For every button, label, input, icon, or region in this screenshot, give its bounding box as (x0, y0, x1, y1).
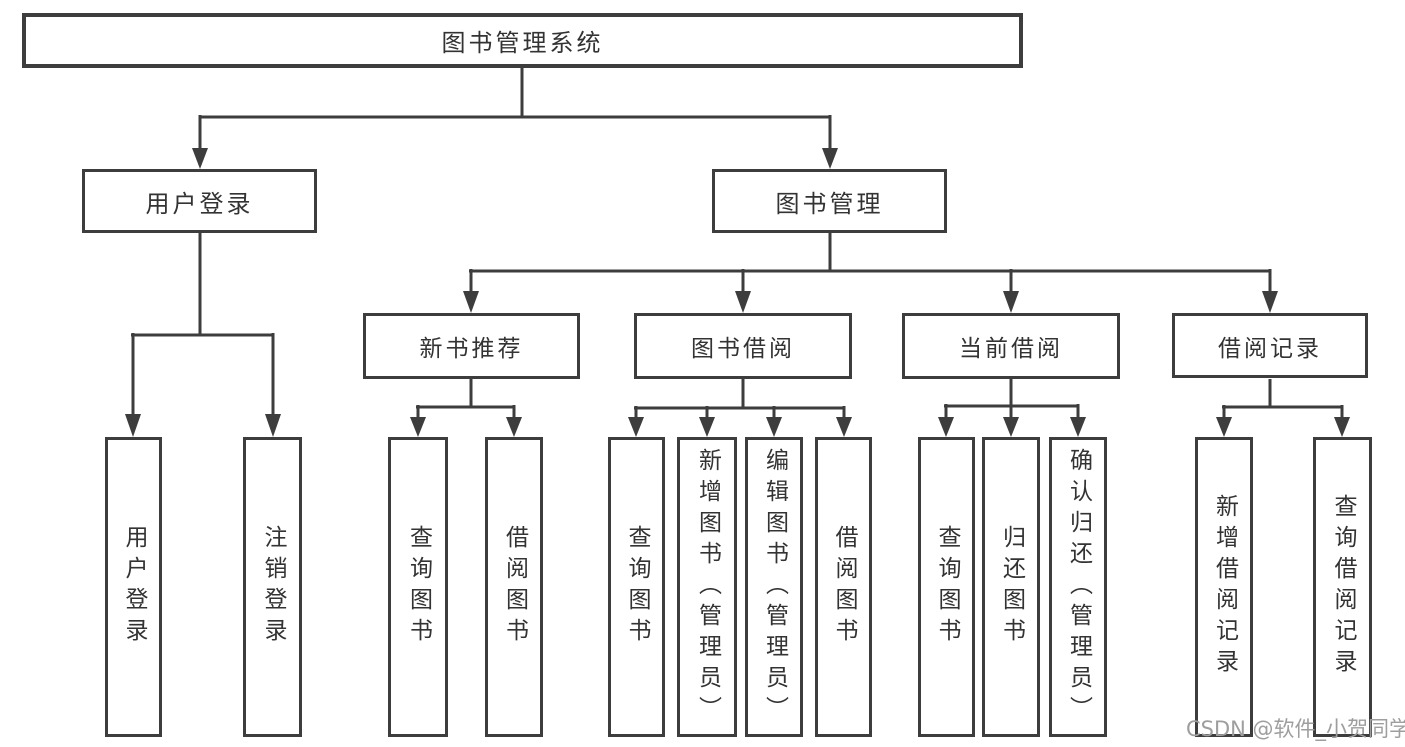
node-label: 图书管理 (775, 189, 884, 218)
arrow-down-icon (766, 417, 782, 437)
arrow-down-icon (265, 414, 281, 437)
leaf-borrow-books-borrow: 借阅图书 (815, 437, 872, 737)
arrow-down-icon (410, 417, 426, 437)
node-borrow-records: 借阅记录 (1172, 313, 1368, 378)
connector-book-borrow (628, 379, 852, 437)
leaf-borrow-books-newbook: 借阅图书 (485, 437, 543, 737)
arrow-down-icon (822, 148, 838, 169)
arrow-down-icon (463, 291, 479, 313)
node-book-management: 图书管理 (712, 169, 947, 233)
arrow-down-icon (506, 417, 522, 437)
csdn-watermark: CSDN @软件_小贺同学 (1186, 717, 1405, 741)
leaf-return-books: 归还图书 (982, 437, 1040, 737)
leaf-confirm-return-admin: 确认归还（管理员） (1049, 437, 1107, 737)
arrow-down-icon (1003, 417, 1019, 437)
leaf-add-book-admin: 新增图书（管理员） (677, 437, 737, 737)
node-label: 用户登录 (145, 189, 254, 218)
connector-current-borrow (938, 379, 1086, 437)
leaf-add-borrow-record: 新增借阅记录 (1195, 437, 1253, 737)
leaf-query-books-newbook: 查询图书 (388, 437, 448, 737)
leaf-query-borrow-record: 查询借阅记录 (1313, 437, 1372, 737)
node-label: 借阅图书 (831, 525, 857, 649)
node-label: 注销登录 (260, 525, 286, 649)
connector-new-book (410, 379, 522, 437)
connector-book-management (463, 233, 1278, 313)
node-library-system: 图书管理系统 (22, 13, 1023, 68)
node-label: 新书推荐 (419, 336, 524, 362)
leaf-user-login: 用户登录 (105, 437, 162, 737)
node-label: 用户登录 (121, 525, 147, 649)
node-label: 图书管理系统 (441, 29, 604, 57)
node-label: 新增借阅记录 (1211, 494, 1238, 680)
node-label: 借阅图书 (501, 525, 528, 649)
connector-root (192, 68, 838, 169)
arrow-down-icon (836, 417, 852, 437)
arrow-down-icon (192, 148, 208, 169)
node-label: 归还图书 (998, 525, 1025, 649)
leaf-query-books-borrow: 查询图书 (608, 437, 665, 737)
connector-user-login (125, 233, 281, 437)
node-label: 借阅记录 (1218, 335, 1322, 362)
node-label: 查询借阅记录 (1330, 494, 1356, 680)
arrow-down-icon (125, 414, 141, 437)
arrow-down-icon (938, 417, 954, 437)
arrow-down-icon (1216, 417, 1232, 437)
node-label: 新增图书（管理员） (694, 447, 721, 727)
node-new-book-recommend: 新书推荐 (363, 313, 580, 379)
node-current-borrow: 当前借阅 (902, 313, 1120, 379)
arrow-down-icon (1003, 291, 1019, 313)
arrow-down-icon (699, 417, 715, 437)
arrow-down-icon (1334, 417, 1350, 437)
arrow-down-icon (628, 417, 644, 437)
node-label: 确认归还（管理员） (1065, 447, 1092, 727)
node-label: 当前借阅 (959, 336, 1063, 362)
node-label: 查询图书 (405, 525, 432, 649)
node-book-borrow: 图书借阅 (634, 313, 852, 379)
arrow-down-icon (735, 291, 751, 313)
connector-borrow-record (1216, 379, 1350, 437)
node-label: 查询图书 (624, 525, 650, 649)
node-label: 图书借阅 (691, 336, 795, 362)
arrow-down-icon (1070, 417, 1086, 437)
leaf-edit-book-admin: 编辑图书（管理员） (745, 437, 803, 737)
node-label: 编辑图书（管理员） (761, 447, 788, 727)
node-user-login: 用户登录 (82, 169, 317, 233)
leaf-logout: 注销登录 (243, 437, 302, 737)
leaf-query-books-current: 查询图书 (918, 437, 975, 737)
node-label: 查询图书 (934, 525, 960, 649)
arrow-down-icon (1262, 291, 1278, 313)
